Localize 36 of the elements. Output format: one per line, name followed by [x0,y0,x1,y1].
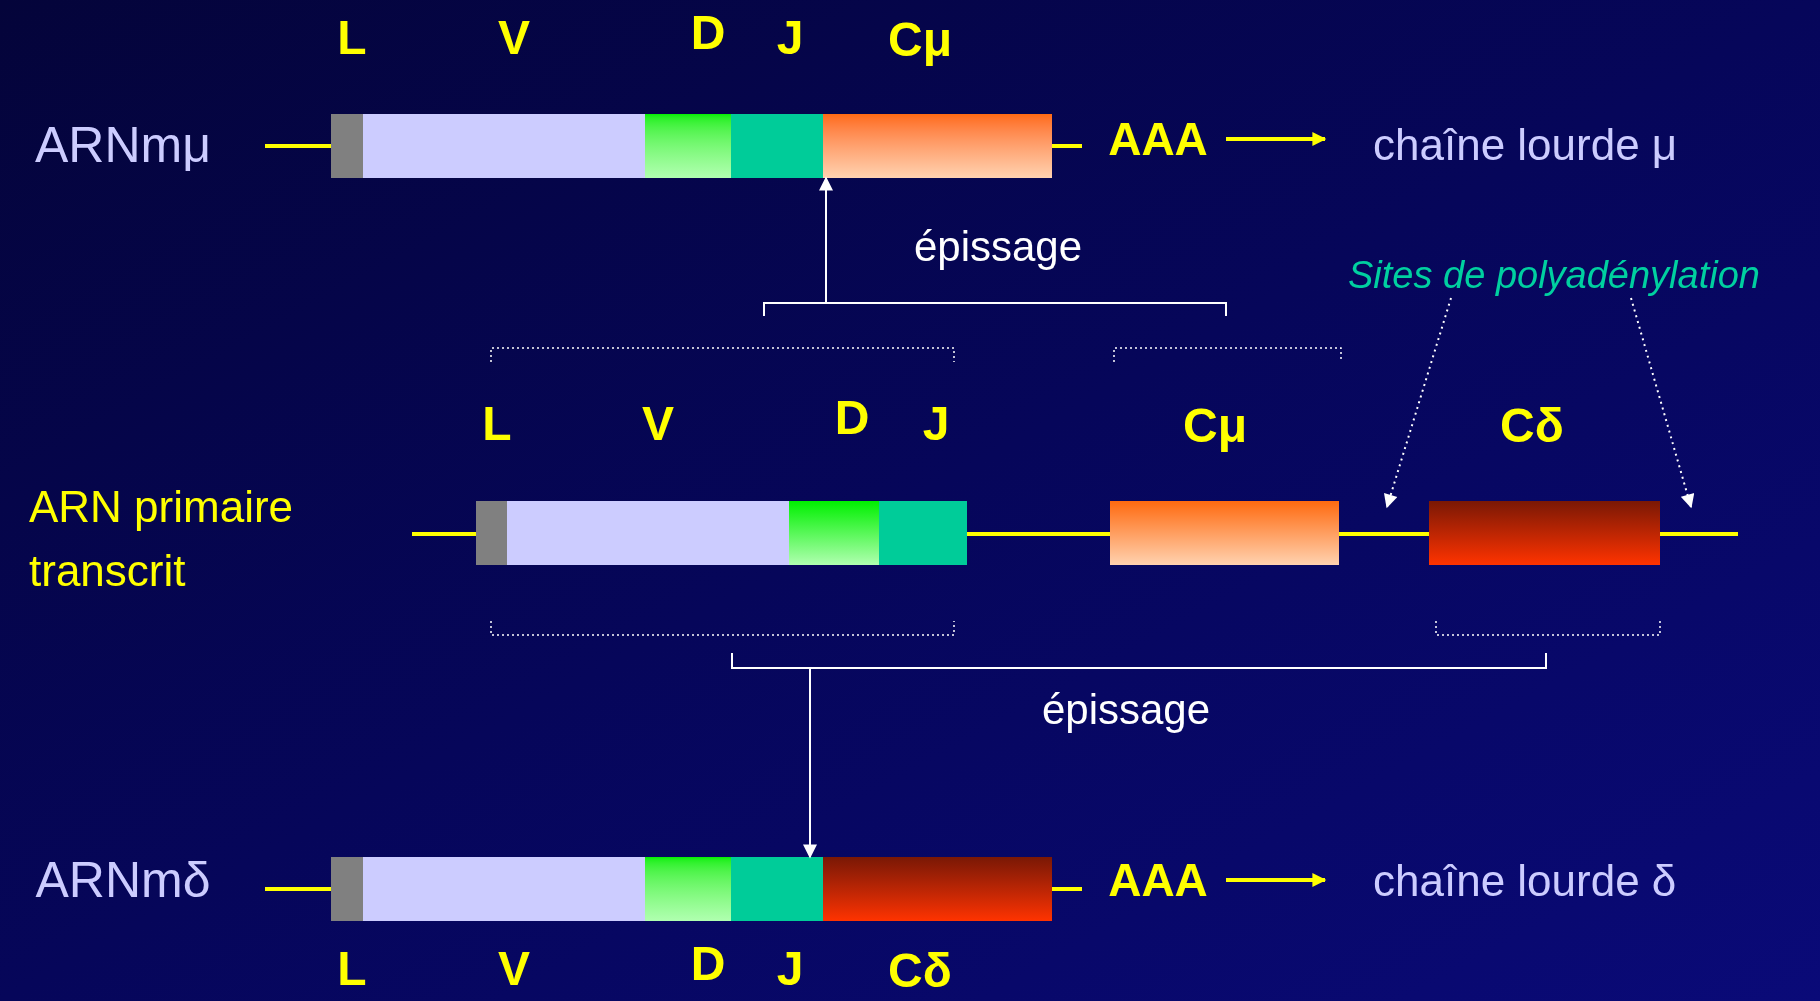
arrow [1226,132,1327,146]
segment-label: L [337,14,367,62]
arrow [803,668,817,859]
segment-label: L [482,400,512,448]
arrow [1384,297,1452,509]
segment-label: D [690,940,726,988]
protein-label: chaîne lourde δ [1325,853,1795,909]
protein-label: chaîne lourde μ [1325,117,1795,173]
segment-label: V [498,14,530,62]
poly-a-tail-label: AAA [1090,112,1226,166]
segment-label: V [642,400,674,448]
poly-a-tail-label: AAA [1090,853,1226,907]
splicing-bracket [731,653,1547,669]
segment-label: Cμ [1183,402,1247,450]
segment-label: Cμ [888,16,952,64]
segment-label: J [776,14,804,62]
mrna-bar [331,114,1052,178]
splicing-label: épissage [1041,689,1211,731]
rna-label: ARNmμ [35,120,211,170]
arrow [1630,297,1695,509]
mrna-bar [331,857,1052,921]
segment-label: Cδ [1500,402,1564,450]
arrow [819,176,833,303]
segment-label: D [834,394,870,442]
segment-label: D [690,9,726,57]
splicing-label: épissage [913,226,1083,268]
splicing-bracket [763,302,1227,316]
segment-label: Cδ [888,947,952,995]
segment-label: V [498,945,530,993]
segment-label: J [922,400,950,448]
arrow [1226,873,1327,887]
segment-label: L [337,945,367,993]
rna-label: ARNmδ [35,855,211,905]
segment-label: J [776,945,804,993]
rna-label: ARN primaire transcrit [29,481,295,597]
annotation-text: Sites de polyadénylation [1290,252,1818,298]
